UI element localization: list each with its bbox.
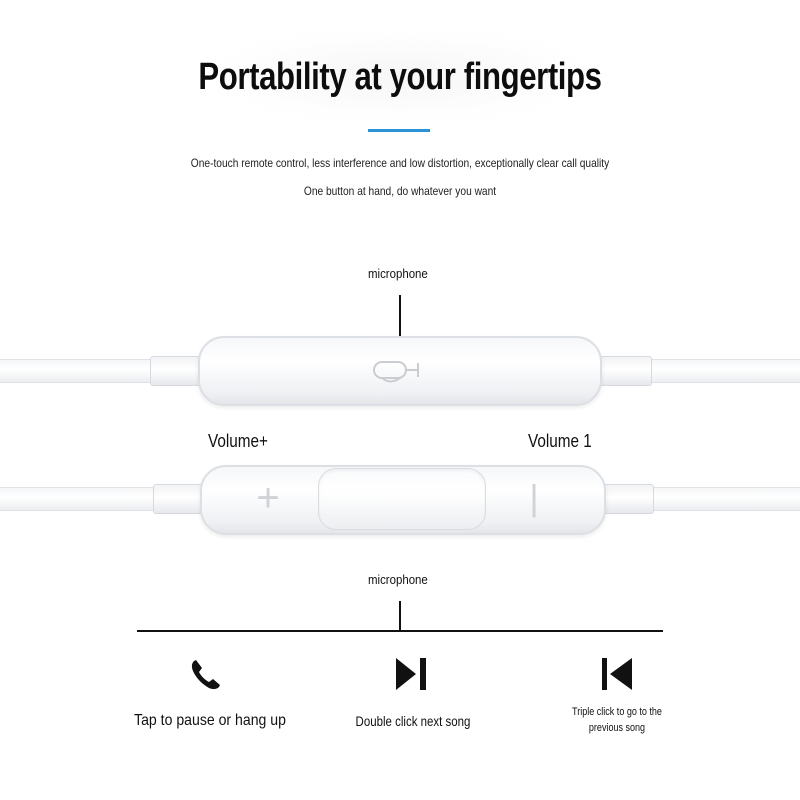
title-underline [368,129,430,132]
collar-left-bottom [153,484,207,514]
header-watermark [200,30,600,120]
volume-plus-button[interactable]: + [256,476,280,520]
volume-plus-label: Volume+ [208,431,268,451]
center-button[interactable] [318,468,486,530]
phone-icon [191,660,220,690]
cable-right-top [650,359,800,383]
function-caption-3-line-2: previous song [588,722,646,734]
volume-minus-label: Volume 1 [528,431,592,451]
page-title: Portability at your fingertips [198,56,602,98]
collar-right-bottom [600,484,654,514]
function-caption-3-line-1: Triple click to go to the [572,706,662,718]
divider-line [137,630,663,632]
microphone-label-bottom: microphone [368,572,428,587]
remote-control-top [198,336,602,406]
function-caption-2: Double click next song [355,713,471,729]
function-caption-1: Tap to pause or hang up [134,712,286,729]
collar-right-top [598,356,652,386]
collar-left-top [150,356,204,386]
cable-left-top [0,359,155,383]
cable-left-bottom [0,487,160,511]
volume-minus-button[interactable]: | [529,477,539,518]
cable-right-bottom [652,487,800,511]
previous-track-icon [602,658,632,690]
play-next-icon [396,658,426,690]
subtitle-line-1: One-touch remote control, less interfere… [190,156,610,170]
microphone-icon [373,361,419,383]
subtitle-line-2: One button at hand, do whatever you want [303,184,497,198]
divider-stem [399,601,401,631]
microphone-label-top: microphone [368,266,428,281]
microphone-pointer-line [399,295,401,349]
